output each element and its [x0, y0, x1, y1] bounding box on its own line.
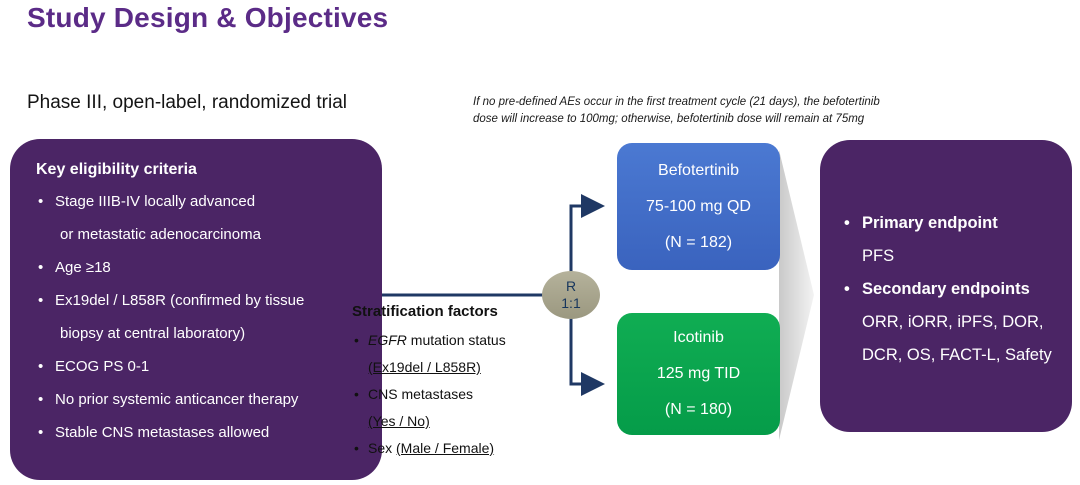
- randomization-ratio: 1:1: [561, 295, 581, 311]
- note-line-2: dose will increase to 100mg; otherwise, …: [473, 112, 865, 125]
- list-item: ECOG PS 0-1: [36, 350, 366, 383]
- arm-befotertinib: Befotertinib 75-100 mg QD (N = 182): [617, 143, 780, 270]
- funnel-shape: [779, 150, 814, 440]
- randomization-r: R: [565, 278, 577, 295]
- secondary-endpoints-heading: Secondary endpoints: [842, 273, 1054, 306]
- arm-n: (N = 180): [664, 401, 733, 418]
- arm-icotinib: Icotinib 125 mg TID (N = 180): [617, 313, 780, 435]
- page-title: Study Design & Objectives: [27, 2, 389, 33]
- eligibility-box: Key eligibility criteria Stage IIIB-IV l…: [10, 139, 382, 480]
- stratification-item: EGFR mutation status (Ex19del / L858R): [352, 327, 594, 381]
- subtitle: Phase III, open-label, randomized trial: [27, 92, 348, 113]
- primary-endpoint-value: PFS: [862, 246, 895, 265]
- endpoints-box: Primary endpoint PFS Secondary endpoints…: [820, 140, 1072, 432]
- stratification-item: Sex (Male / Female): [352, 435, 594, 462]
- eligibility-heading: Key eligibility criteria: [36, 161, 197, 178]
- stratification-item: CNS metastases (Yes / No): [352, 381, 594, 435]
- dose-escalation-note: If no pre-defined AEs occur in the first…: [473, 94, 953, 127]
- list-item: Ex19del / L858R (confirmed by tissue bio…: [36, 284, 366, 350]
- list-item: Age ≥18: [36, 251, 366, 284]
- stratification-heading: Stratification factors: [352, 303, 498, 320]
- randomization-node: R 1:1: [542, 271, 600, 319]
- primary-endpoint-heading: Primary endpoint: [842, 207, 1054, 240]
- note-line-1: If no pre-defined AEs occur in the first…: [473, 96, 880, 108]
- stratification-block: Stratification factors EGFR mutation sta…: [352, 303, 594, 462]
- eligibility-list: Stage IIIB-IV locally advanced or metast…: [36, 185, 366, 449]
- list-item: Stage IIIB-IV locally advanced or metast…: [36, 185, 366, 251]
- arm-dose: 75-100 mg QD: [646, 197, 751, 215]
- secondary-endpoints-line-1: ORR, iORR, iPFS, DOR,: [862, 312, 1044, 331]
- list-item: Stable CNS metastases allowed: [36, 416, 366, 449]
- secondary-endpoints-line-2: DCR, OS, FACT-L, Safety: [862, 345, 1052, 364]
- list-item: No prior systemic anticancer therapy: [36, 383, 366, 416]
- arm-name: Befotertinib: [658, 161, 739, 179]
- arm-n: (N = 182): [664, 233, 733, 251]
- arm-name: Icotinib: [673, 329, 724, 346]
- arm-dose: 125 mg TID: [656, 365, 741, 382]
